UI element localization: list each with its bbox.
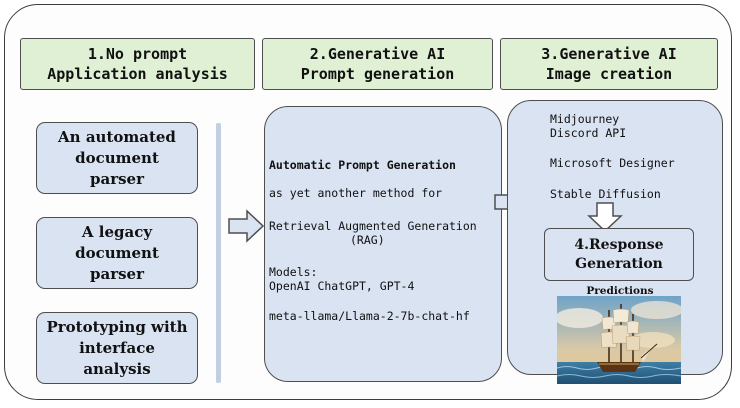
tool-midjourney: Midjourney [550, 112, 620, 126]
column-divider [216, 123, 221, 383]
automated-parser-line1: An automated [58, 127, 176, 146]
header-prompt-generation-line1: 2.Generative AI [309, 45, 446, 63]
header-prompt-generation: 2.Generative AI Prompt generation [262, 38, 493, 90]
header-image-creation-line2: Image creation [545, 65, 673, 83]
header-no-prompt: 1.No prompt Application analysis [20, 38, 255, 90]
response-line2: Generation [575, 255, 663, 272]
automated-parser-line2: document [75, 148, 159, 167]
header-no-prompt-line2: Application analysis [47, 65, 228, 83]
tool-microsoft-designer: Microsoft Designer [550, 156, 675, 170]
right-arrow-icon [228, 209, 265, 243]
legacy-parser-box: A legacy document parser [36, 217, 198, 289]
prototyping-box: Prototyping with interface analysis [36, 312, 198, 384]
prototyping-line2: interface [79, 338, 155, 357]
tool-stable-diffusion: Stable Diffusion [550, 187, 661, 201]
automated-parser-box: An automated document parser [36, 122, 198, 194]
prototyping-line1: Prototyping with [46, 317, 188, 336]
models-openai: OpenAI ChatGPT, GPT-4 [269, 279, 415, 293]
header-image-creation-line1: 3.Generative AI [541, 45, 677, 63]
down-arrow-icon [587, 202, 623, 233]
prompt-generation-title: Automatic Prompt Generation [269, 158, 456, 172]
rag-abbrev-text: (RAG) [350, 233, 385, 247]
prompt-generation-panel [264, 106, 502, 382]
header-image-creation: 3.Generative AI Image creation [500, 38, 718, 90]
response-line1: 4.Response [574, 236, 664, 253]
sailing-ship-image [557, 296, 681, 384]
response-generation-box: 4.Response Generation [544, 228, 694, 281]
header-prompt-generation-line2: Prompt generation [300, 65, 455, 83]
prototyping-line3: analysis [83, 359, 151, 378]
prompt-method-text: as yet another method for [269, 186, 443, 200]
legacy-parser-line3: parser [89, 264, 144, 283]
legacy-parser-line1: A legacy [81, 222, 153, 241]
models-label: Models: [269, 265, 318, 279]
automated-parser-line3: parser [89, 169, 144, 188]
models-llama: meta-llama/Llama-2-7b-chat-hf [269, 309, 470, 323]
rag-text: Retrieval Augmented Generation [269, 219, 477, 233]
tool-discord-api: Discord API [550, 126, 627, 140]
legacy-parser-line2: document [75, 243, 159, 262]
header-no-prompt-line1: 1.No prompt [87, 45, 188, 63]
predictions-label: Predictions [586, 285, 654, 297]
